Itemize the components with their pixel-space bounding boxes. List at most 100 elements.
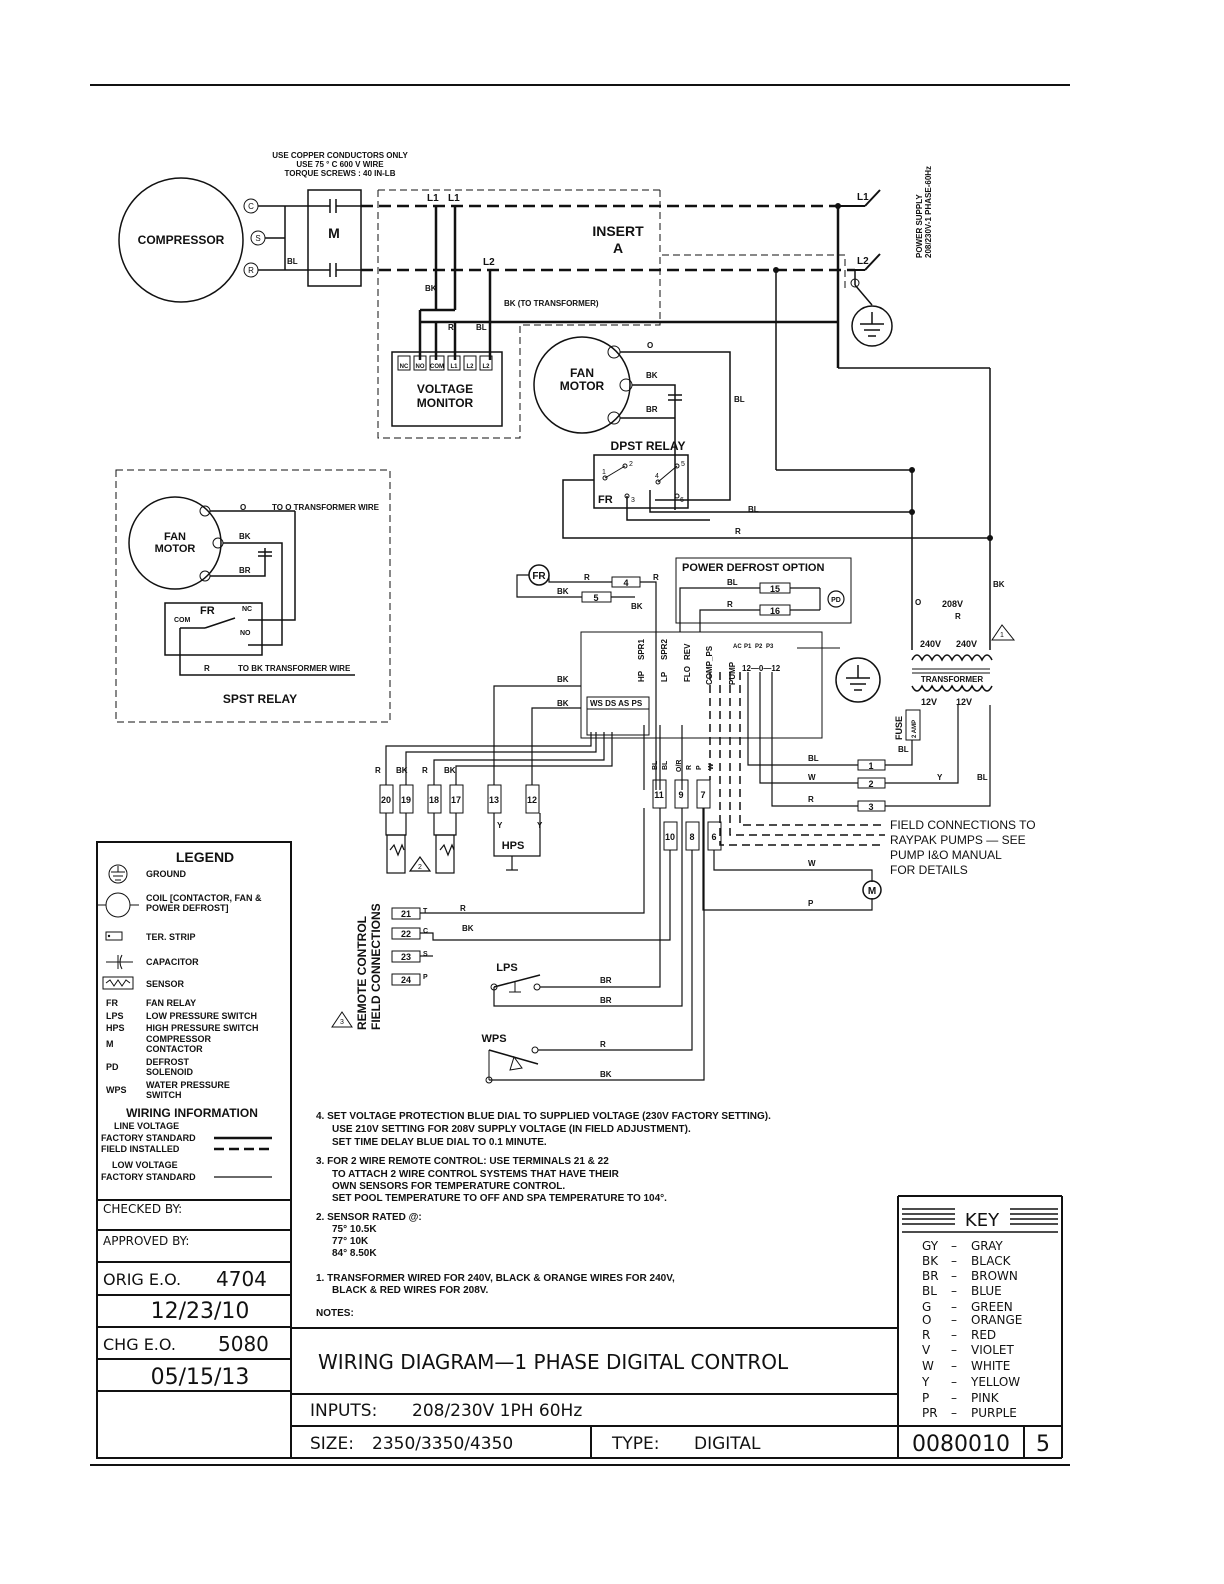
svg-text:DPST RELAY: DPST RELAY (611, 439, 686, 453)
svg-text:LOW PRESSURE SWITCH: LOW PRESSURE SWITCH (146, 1011, 257, 1021)
svg-text:–: – (951, 1343, 957, 1357)
svg-text:PURPLE: PURPLE (971, 1406, 1017, 1420)
svg-text:TO ATTACH 2 WIRE CONTROL SYSTE: TO ATTACH 2 WIRE CONTROL SYSTEMS THAT HA… (332, 1169, 620, 1180)
svg-text:SENSOR: SENSOR (146, 979, 185, 989)
svg-text:O: O (915, 598, 921, 607)
svg-text:5080: 5080 (218, 1332, 269, 1356)
br-lps-2: BR (600, 996, 612, 1005)
svg-text:WS DS AS PS: WS DS AS PS (590, 699, 643, 708)
to-bk-transformer: TO BK TRANSFORMER WIRE (238, 664, 351, 673)
svg-text:Y: Y (921, 1375, 930, 1389)
defrost-wiring (516, 574, 821, 632)
svg-text:1: 1 (868, 761, 873, 771)
wps-switch: WPS (481, 1033, 539, 1084)
svg-text:FR: FR (598, 494, 613, 506)
spst-wires (179, 510, 355, 676)
svg-text:REV: REV (683, 643, 692, 660)
ground-icon (108, 864, 128, 884)
svg-text:Y: Y (937, 773, 943, 782)
svg-text:RED: RED (971, 1328, 996, 1342)
svg-text:GY: GY (922, 1239, 939, 1253)
svg-text:–: – (951, 1406, 957, 1420)
dpst-relay: DPST RELAY FR 12 34 56 (593, 439, 689, 509)
svg-text:6: 6 (711, 832, 716, 842)
pump-field-wires (702, 672, 991, 911)
svg-text:BL: BL (808, 754, 819, 763)
r-wps: R (600, 1040, 606, 1049)
svg-text:9: 9 (678, 790, 683, 800)
pump-motor: M (862, 880, 882, 900)
power-defrost-option: POWER DEFROST OPTION PD (675, 557, 852, 624)
svg-text:18: 18 (429, 795, 439, 805)
bk-fan-label: BK (646, 371, 658, 380)
svg-text:TER. STRIP: TER. STRIP (146, 932, 196, 942)
svg-text:BL: BL (898, 745, 909, 754)
r-spst-label: R (204, 664, 210, 673)
svg-text:FLO: FLO (683, 666, 692, 682)
l1-label-b: L1 (448, 193, 460, 204)
bl-fan-label: BL (734, 395, 745, 404)
lps-wires (493, 808, 683, 1007)
svg-text:1. TRANSFORMER WIRED FOR 240V,: 1. TRANSFORMER WIRED FOR 240V, BLACK & O… (316, 1273, 675, 1284)
svg-text:WPS: WPS (106, 1085, 127, 1095)
line-voltage-bus (361, 204, 855, 272)
svg-text:BROWN: BROWN (971, 1269, 1018, 1283)
svg-text:–: – (951, 1313, 957, 1327)
svg-text:PINK: PINK (971, 1391, 1000, 1405)
terminal-strip-icon (105, 931, 123, 941)
board-wire-labels: BL BL O/R R P W (652, 760, 715, 772)
svg-text:12: 12 (527, 795, 537, 805)
svg-text:LP: LP (660, 671, 669, 682)
insert-title: INSERT (592, 223, 644, 239)
svg-text:FUSE: FUSE (894, 716, 904, 740)
svg-text:POWER SUPPLY: POWER SUPPLY (915, 194, 924, 258)
remote-terminals: 21 22 23 24 T C S P (391, 907, 428, 986)
svg-text:4704: 4704 (216, 1267, 267, 1291)
svg-text:LPS: LPS (106, 1011, 124, 1021)
svg-text:L1: L1 (450, 364, 458, 370)
voltage-monitor: NC NO COM L1 L2 L2 VOLTAGE MONITOR (391, 351, 503, 427)
svg-text:O/R: O/R (676, 760, 683, 772)
svg-text:HIGH PRESSURE SWITCH: HIGH PRESSURE SWITCH (146, 1023, 259, 1033)
svg-text:KEY: KEY (965, 1210, 1000, 1231)
svg-text:77° 10K: 77° 10K (332, 1236, 369, 1247)
svg-text:–: – (951, 1300, 957, 1314)
svg-text:M: M (328, 225, 340, 241)
field-wire-labels: BL W R Y BL W P (808, 754, 988, 908)
marker-2: 2 (418, 864, 422, 871)
svg-text:0080010: 0080010 (912, 1432, 1010, 1457)
node-r (987, 535, 993, 541)
svg-text:WIRING INFORMATION: WIRING INFORMATION (126, 1106, 258, 1120)
svg-text:V: V (922, 1343, 931, 1357)
svg-text:FR: FR (106, 998, 118, 1008)
svg-text:5: 5 (593, 593, 598, 603)
r-defrost-label: R (727, 600, 733, 609)
coil-icon (97, 892, 139, 918)
svg-text:SPR1: SPR1 (637, 639, 646, 660)
svg-text:FOR DETAILS: FOR DETAILS (890, 863, 968, 877)
svg-text:–: – (951, 1239, 957, 1253)
svg-text:FAN RELAY: FAN RELAY (146, 998, 196, 1008)
svg-text:208/230V 1PH 60Hz: 208/230V 1PH 60Hz (412, 1401, 582, 1421)
field-terminals: 1 2 3 (857, 759, 886, 812)
svg-text:NO: NO (416, 364, 425, 370)
fuse: FUSE 2 AMP BL (894, 709, 921, 754)
l2-supply-label: L2 (857, 256, 869, 267)
svg-text:APPROVED BY:: APPROVED BY: (103, 1234, 189, 1248)
svg-text:INPUTS:: INPUTS: (310, 1401, 377, 1421)
svg-text:SET TIME DELAY BLUE DIAL TO 0.: SET TIME DELAY BLUE DIAL TO 0.1 MINUTE. (332, 1137, 547, 1148)
svg-text:FIELD INSTALLED: FIELD INSTALLED (101, 1144, 180, 1154)
svg-text:5: 5 (681, 461, 685, 468)
svg-text:2350/3350/4350: 2350/3350/4350 (372, 1434, 513, 1454)
hps-label: HPS (502, 840, 525, 852)
supply-switches (838, 189, 881, 271)
l1-supply-label: L1 (857, 192, 869, 203)
br-lps-1: BR (600, 976, 612, 985)
color-key: KEY GY–GRAY BK–BLACK BR–BROWN BL–BLUE G–… (902, 1208, 1058, 1420)
svg-text:3: 3 (631, 497, 635, 504)
svg-text:SPR2: SPR2 (660, 639, 669, 660)
svg-text:WHITE: WHITE (971, 1359, 1010, 1373)
svg-text:15: 15 (770, 584, 780, 594)
ground-main (851, 270, 893, 347)
